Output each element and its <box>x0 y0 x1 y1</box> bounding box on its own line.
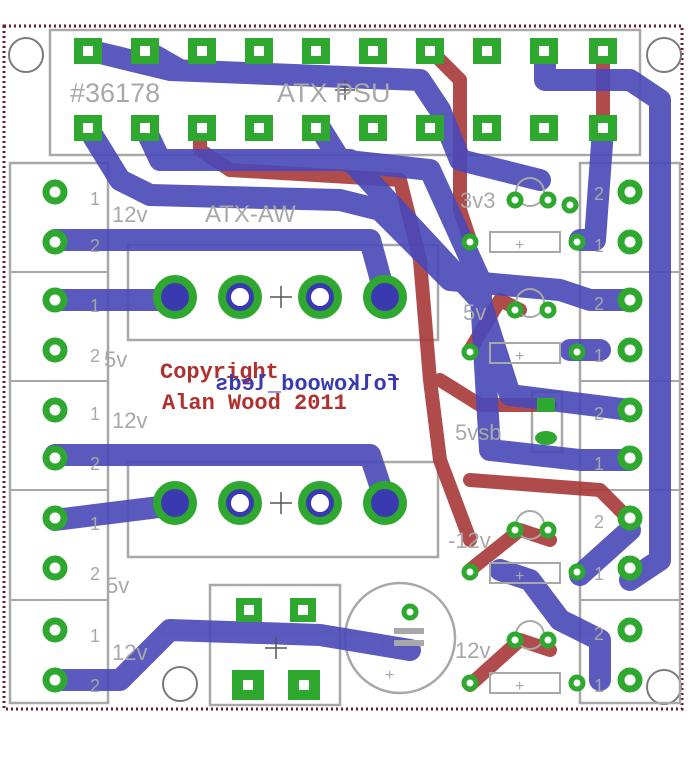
right-pin-label: 2 <box>594 624 604 644</box>
part-number: #36178 <box>70 78 160 108</box>
left-pin-label: 1 <box>90 626 100 646</box>
led-rail-labels: 3v3 5v 5vsb -12v 12v <box>448 188 501 663</box>
rail-label: 5v <box>463 300 486 325</box>
board-outline <box>2 24 684 711</box>
molex-connector-pads <box>153 275 407 525</box>
right-pin-label: 2 <box>594 294 604 314</box>
right-terminal-labels: 2 1 2 1 2 1 2 1 2 1 <box>594 184 604 696</box>
right-pin-label: 1 <box>594 676 604 696</box>
rail-label: 12v <box>455 638 490 663</box>
mirrored-bottom-text: folkowood_leds <box>215 372 400 397</box>
right-pin-label: 1 <box>594 564 604 584</box>
copyright-line1: Copyright <box>160 360 279 385</box>
left-pin-label: 1 <box>90 404 100 424</box>
left-pin-label: 2 <box>90 346 100 366</box>
terminal-pads <box>42 179 643 693</box>
left-pin-label: 2 <box>90 236 100 256</box>
copyright-line2: Alan Wood 2011 <box>162 391 347 416</box>
rail-label: -12v <box>448 528 491 553</box>
mounting-holes <box>8 37 682 705</box>
left-voltage-label: 12v <box>112 640 147 665</box>
left-voltage-label: 12v <box>112 408 147 433</box>
top-copper-traces <box>44 39 671 691</box>
silkscreen-outlines <box>8 28 682 707</box>
left-pin-label: 1 <box>90 189 100 209</box>
left-voltage-label: 12v <box>112 202 147 227</box>
right-pin-label: 2 <box>594 404 604 424</box>
svg-text:+: + <box>515 348 524 365</box>
led-footprints <box>394 177 586 694</box>
left-terminal-labels: 12v 1 2 5v 1 2 12v 1 2 5v 1 2 12v 1 2 <box>90 189 147 696</box>
atx-header-pads <box>74 38 617 141</box>
left-voltage-label: 5v <box>104 347 127 372</box>
left-pin-label: 1 <box>90 296 100 316</box>
right-pin-label: 2 <box>594 512 604 532</box>
left-pin-label: 2 <box>90 564 100 584</box>
header-label: ATX PSU <box>277 78 391 108</box>
left-voltage-label: 5v <box>106 573 129 598</box>
left-pin-label: 1 <box>90 514 100 534</box>
right-pin-label: 1 <box>594 236 604 256</box>
svg-text:+: + <box>515 568 524 585</box>
svg-text:+: + <box>385 667 394 684</box>
fan-connector-pads <box>232 598 320 700</box>
module-label: ATX-AW <box>205 201 296 228</box>
polarity-marks: + + + + + <box>385 237 524 695</box>
left-pin-label: 2 <box>90 676 100 696</box>
left-pin-label: 2 <box>90 454 100 474</box>
rail-label: 5vsb <box>455 420 501 445</box>
right-pin-label: 1 <box>594 454 604 474</box>
right-pin-label: 2 <box>594 184 604 204</box>
origin-crosses <box>265 80 355 659</box>
rail-label: 3v3 <box>460 188 495 213</box>
svg-text:+: + <box>515 678 524 695</box>
svg-text:+: + <box>515 237 524 254</box>
right-pin-label: 1 <box>594 346 604 366</box>
